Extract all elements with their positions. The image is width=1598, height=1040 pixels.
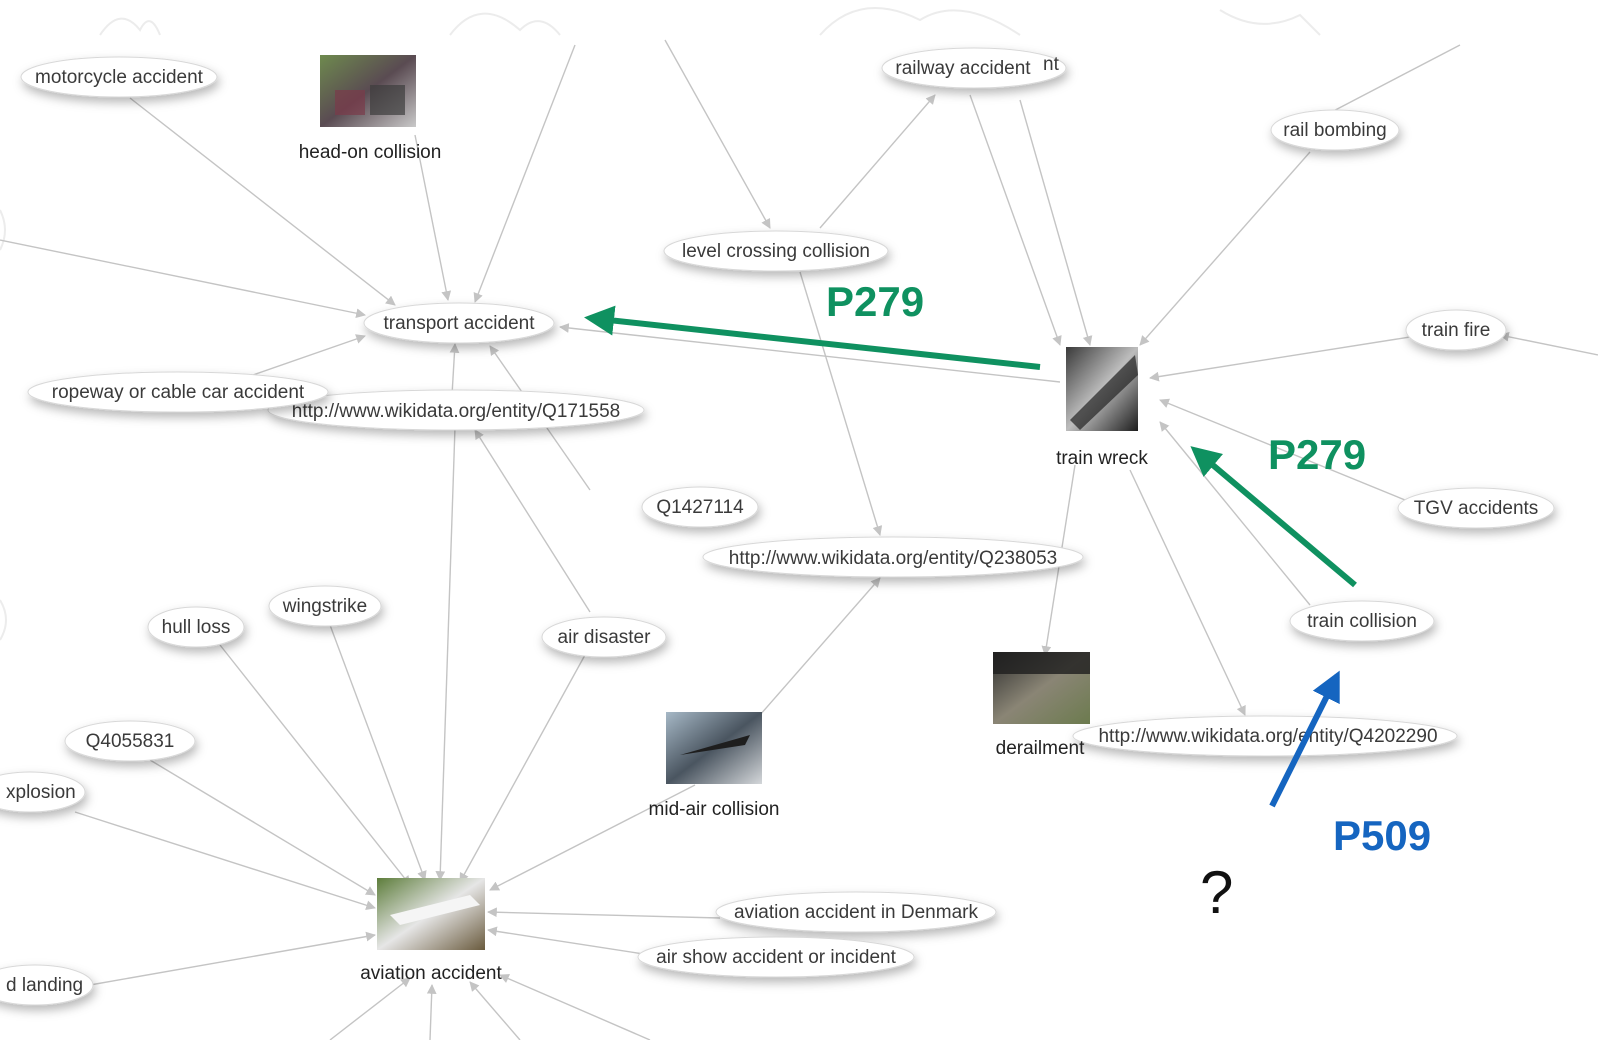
edge <box>474 429 591 613</box>
node-label: train collision <box>1307 611 1417 632</box>
node-train-wreck[interactable]: train wreck <box>1056 347 1148 469</box>
node-label: TGV accidents <box>1414 498 1539 519</box>
edge <box>435 426 456 881</box>
node-q1427114[interactable]: Q1427114 <box>641 486 759 528</box>
edge <box>74 811 376 910</box>
p509-arrow <box>1269 670 1340 808</box>
edge <box>129 97 396 306</box>
node-label: http://www.wikidata.org/entity/Q238053 <box>729 548 1057 569</box>
p279-arrow-upper <box>584 305 1041 370</box>
node-explosion[interactable]: xplosion <box>0 771 86 813</box>
node-air-show-accident[interactable]: air show accident or incident <box>637 936 915 978</box>
node-label: aviation accident <box>360 963 502 984</box>
node-label-overlap: nt <box>1043 54 1060 75</box>
edge <box>487 907 721 919</box>
edge <box>1159 421 1311 606</box>
node-label: Q1427114 <box>656 497 744 518</box>
edge <box>487 926 651 956</box>
node-label: d landing <box>6 975 83 996</box>
node-landing[interactable]: d landing <box>0 964 94 1006</box>
p509-label: P509 <box>1333 812 1431 859</box>
edge <box>449 343 460 396</box>
node-derailment[interactable]: derailment <box>993 652 1090 759</box>
node-label: train wreck <box>1056 448 1148 469</box>
node-label: http://www.wikidata.org/entity/Q4202290 <box>1098 726 1437 747</box>
node-label: derailment <box>996 738 1085 759</box>
node-train-fire[interactable]: train fire <box>1405 309 1507 351</box>
edge <box>149 759 376 896</box>
node-label: Q4055831 <box>86 731 175 752</box>
question-mark: ? <box>1200 859 1233 926</box>
p279-label-lower: P279 <box>1268 431 1366 478</box>
edge <box>1139 151 1311 346</box>
edge <box>559 323 1061 383</box>
edge <box>469 981 521 1040</box>
node-mid-air-collision[interactable]: mid-air collision <box>649 712 780 820</box>
annotation-arrows: P279 P279 P509 ? <box>584 278 1431 926</box>
edge <box>969 94 1062 346</box>
node-aviation-accident[interactable]: aviation accident <box>360 878 502 984</box>
edge <box>499 974 651 1040</box>
edge <box>473 44 576 303</box>
node-motorcycle-accident[interactable]: motorcycle accident <box>20 56 218 98</box>
background-decoration <box>0 7 1321 641</box>
ellipse-nodes: motorcycle accident railway accident nt … <box>0 47 1555 1006</box>
edge <box>89 931 376 986</box>
node-label: railway accident <box>895 58 1031 79</box>
node-label: transport accident <box>383 313 535 334</box>
edge <box>819 94 936 229</box>
node-label: level crossing collision <box>682 241 870 262</box>
edge <box>0 239 366 319</box>
edge <box>219 644 411 886</box>
node-label: wingstrike <box>282 596 367 617</box>
image-nodes: head-on collision train wreck derailment… <box>299 55 1148 984</box>
node-label: motorcycle accident <box>35 67 204 88</box>
node-wingstrike[interactable]: wingstrike <box>268 585 382 627</box>
edge <box>1319 44 1461 119</box>
node-label: mid-air collision <box>649 799 780 820</box>
node-label: aviation accident in Denmark <box>734 902 978 923</box>
edge <box>1159 398 1406 501</box>
p279-label-upper: P279 <box>826 278 924 325</box>
edge <box>799 271 883 536</box>
node-head-on-collision[interactable]: head-on collision <box>299 55 442 163</box>
node-railway-accident[interactable]: railway accident nt <box>881 47 1067 89</box>
edge <box>489 784 696 891</box>
node-ropeway-accident[interactable]: ropeway or cable car accident <box>27 371 329 413</box>
node-label: train fire <box>1422 320 1491 341</box>
node-aviation-accident-denmark[interactable]: aviation accident in Denmark <box>715 891 997 933</box>
edge <box>1499 331 1598 356</box>
edge <box>414 134 452 301</box>
edge <box>759 577 881 716</box>
edge <box>664 39 771 229</box>
node-level-crossing-collision[interactable]: level crossing collision <box>663 230 889 272</box>
node-label: ropeway or cable car accident <box>52 382 305 403</box>
edge <box>426 984 437 1040</box>
edge <box>1149 336 1411 382</box>
p279-arrow-lower <box>1190 446 1357 588</box>
edge <box>329 977 411 1040</box>
node-q4055831[interactable]: Q4055831 <box>64 720 196 762</box>
node-rail-bombing[interactable]: rail bombing <box>1270 109 1400 151</box>
node-label: hull loss <box>162 617 231 638</box>
node-hull-loss[interactable]: hull loss <box>147 606 245 648</box>
node-q171558[interactable]: http://www.wikidata.org/entity/Q171558 <box>267 389 645 431</box>
edge <box>329 624 427 881</box>
edge <box>1019 99 1093 346</box>
edge <box>1129 469 1246 716</box>
node-air-disaster[interactable]: air disaster <box>541 616 667 658</box>
node-label: xplosion <box>6 782 76 803</box>
node-label: head-on collision <box>299 142 442 163</box>
edge <box>459 654 586 883</box>
node-tgv-accidents[interactable]: TGV accidents <box>1397 487 1555 529</box>
node-label: rail bombing <box>1283 120 1387 141</box>
node-transport-accident[interactable]: transport accident <box>363 302 555 344</box>
node-q238053[interactable]: http://www.wikidata.org/entity/Q238053 <box>702 536 1084 578</box>
node-label: air disaster <box>558 627 652 648</box>
node-q4202290[interactable]: http://www.wikidata.org/entity/Q4202290 <box>1072 715 1458 757</box>
node-label: air show accident or incident <box>656 947 896 968</box>
node-train-collision[interactable]: train collision <box>1289 600 1435 642</box>
node-label: http://www.wikidata.org/entity/Q171558 <box>292 401 620 422</box>
